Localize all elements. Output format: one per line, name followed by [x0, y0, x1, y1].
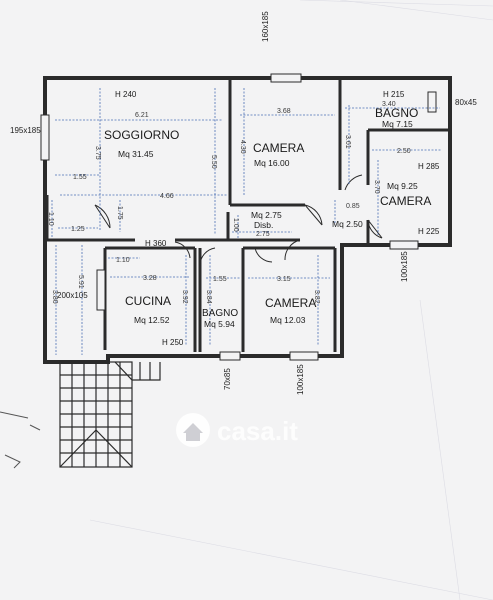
dim-591: 5.91: [77, 275, 84, 289]
window-labels: 160x185 195x185 80x45 100x185 200x105 70…: [10, 11, 477, 395]
dim-155b: 1.55: [213, 276, 227, 283]
dim-315: 3.15: [277, 276, 291, 283]
dim-250: 2.50: [397, 148, 411, 155]
camera3-name: CAMERA: [265, 296, 316, 310]
dim-384: 3.84: [205, 290, 212, 304]
dim-340: 3.40: [382, 101, 396, 108]
dimension-lines: [51, 88, 442, 355]
dim-328: 3.28: [143, 275, 157, 282]
room-labels: H 240 SOGGIORNO Mq 31.45 CAMERA Mq 16.00…: [104, 90, 440, 347]
camera1-name: CAMERA: [253, 141, 304, 155]
dimension-labels: 6.21 3.68 3.40 3.75 4.30 3.61 2.50 3.70 …: [47, 101, 411, 304]
dim-175: 1.75: [116, 206, 123, 220]
window-left-label: 195x185: [10, 126, 41, 135]
window-camera3-label: 100x185: [296, 364, 305, 395]
bagno1-area: Mq 7.15: [382, 119, 413, 129]
dim-361: 3.61: [344, 135, 351, 149]
dim-110a: 1.10: [47, 212, 54, 226]
dim-085: 0.85: [346, 203, 360, 210]
bagno1-name: BAGNO: [375, 106, 418, 120]
dim-430: 4.30: [239, 140, 246, 154]
dim-466: 4.66: [160, 193, 174, 200]
soggiorno-name: SOGGIORNO: [104, 128, 179, 142]
window-cucina-label: 200x105: [57, 291, 88, 300]
window-marks: [40, 73, 437, 361]
watermark-text: casa.it: [217, 416, 298, 446]
house-icon: [183, 423, 203, 441]
dim-382: 3.82: [313, 290, 320, 304]
dim-375: 3.75: [94, 146, 101, 160]
dim-380: 3.80: [51, 290, 58, 304]
window-top-label: 160x185: [261, 11, 270, 42]
cucina-height: H 250: [162, 338, 184, 347]
disb-area: Mq 2.75: [251, 210, 282, 220]
camera2-name: CAMERA: [380, 194, 431, 208]
window-camera2-label: 100x185: [400, 251, 409, 282]
bagno1-height: H 215: [383, 90, 405, 99]
bagno2-area: Mq 5.94: [204, 319, 235, 329]
corridor-height: H 360: [145, 239, 167, 248]
dim-550: 5.50: [210, 155, 217, 169]
paper-grid: [89, 0, 493, 600]
pen-marks: [0, 411, 41, 469]
disb-name: Disb.: [254, 220, 273, 230]
camera2-height-top: H 285: [418, 162, 440, 171]
window-bagno2-label: 70x85: [223, 368, 232, 390]
soggiorno-area: Mq 31.45: [118, 149, 154, 159]
corridor-area: Mq 2.50: [332, 219, 363, 229]
soggiorno-height: H 240: [115, 90, 137, 99]
camera3-area: Mq 12.03: [270, 315, 306, 325]
dim-155: 1.55: [73, 174, 87, 181]
cucina-name: CUCINA: [125, 294, 171, 308]
dim-368: 3.68: [277, 108, 291, 115]
stairs: [59, 361, 161, 468]
window-right-label: 80x45: [455, 98, 477, 107]
dim-275: 2.75: [256, 231, 270, 238]
camera2-height-bottom: H 225: [418, 227, 440, 236]
dim-370: 3.70: [373, 180, 380, 194]
dim-110b: 1.10: [116, 257, 130, 264]
dim-621: 6.21: [135, 112, 149, 119]
camera1-area: Mq 16.00: [254, 158, 290, 168]
camera2-area: Mq 9.25: [387, 181, 418, 191]
cucina-area: Mq 12.52: [134, 315, 170, 325]
bagno2-name: BAGNO: [202, 308, 238, 319]
dim-100: 1.00: [232, 218, 239, 232]
watermark: casa.it: [176, 413, 298, 447]
dim-392: 3.92: [181, 290, 188, 304]
doors: [94, 174, 383, 266]
dim-125: 1.25: [71, 226, 85, 233]
